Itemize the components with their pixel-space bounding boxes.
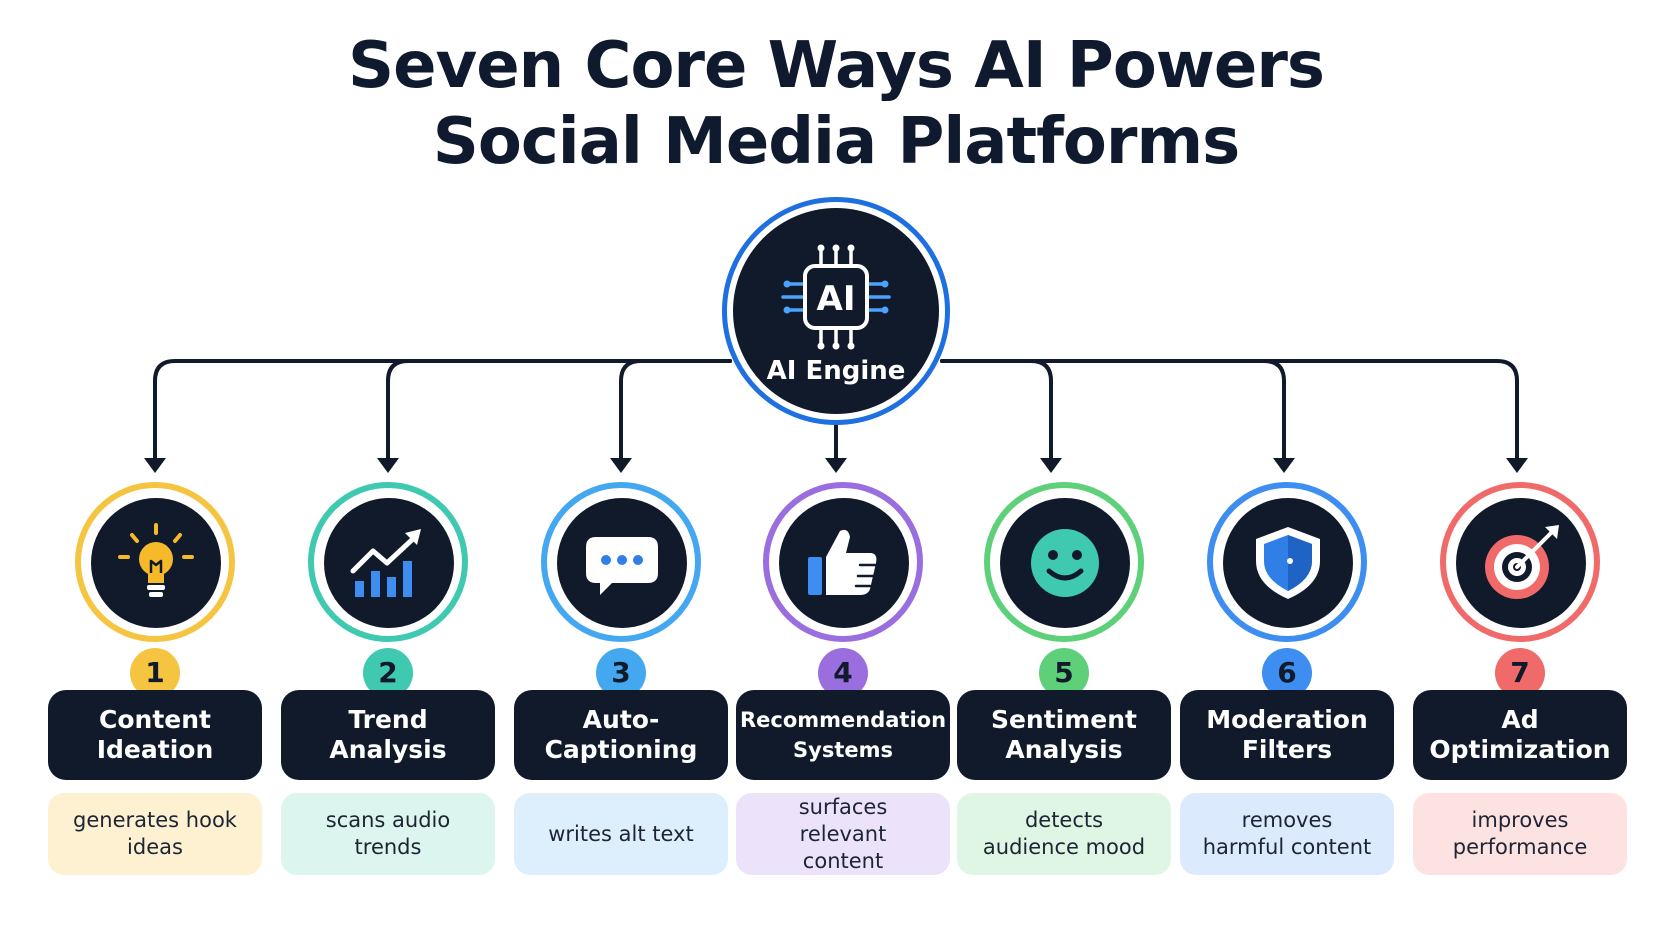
item-title: Trend Analysis: [281, 690, 495, 780]
icon-disc: [779, 498, 909, 628]
step-number-badge: 5: [1039, 648, 1089, 698]
shield-icon: [1256, 527, 1320, 599]
title-line-2: Social Media Platforms: [432, 105, 1240, 179]
icon-disc: [1000, 498, 1130, 628]
step-number-badge: 7: [1495, 648, 1545, 698]
item-description: improves performance: [1413, 793, 1627, 875]
card-recommendation-systems: 4 Recommendation Systems surfaces releva…: [736, 480, 950, 880]
icon-disc: [1456, 498, 1586, 628]
chat-bubble-icon: [586, 537, 658, 595]
step-number-badge: 6: [1262, 648, 1312, 698]
page-title: Seven Core Ways AI Powers Social Media P…: [0, 28, 1672, 180]
icon-ring: [984, 482, 1144, 642]
lightbulb-icon: [118, 523, 194, 597]
connector-3: [619, 359, 732, 462]
connector-7: [940, 359, 1519, 462]
arrowhead-5: [1040, 458, 1062, 473]
ai-engine-hub: AI AI Engine: [722, 197, 950, 425]
chip-text: AI: [817, 279, 856, 319]
icon-ring: [763, 482, 923, 642]
item-title: Recommendation Systems: [736, 690, 950, 780]
icon-ring: [75, 482, 235, 642]
item-title: Ad Optimization: [1413, 690, 1627, 780]
step-number-badge: 3: [596, 648, 646, 698]
icon-disc: [1223, 498, 1353, 628]
smiley-icon: [1031, 529, 1099, 597]
item-description: writes alt text: [514, 793, 728, 875]
item-description: scans audio trends: [281, 793, 495, 875]
arrowhead-6: [1273, 458, 1295, 473]
card-ad-optimization: 7 Ad Optimization improves performance: [1413, 480, 1627, 880]
arrowhead-2: [377, 458, 399, 473]
icon-ring: [1207, 482, 1367, 642]
card-auto-captioning: 3 Auto-Captioning writes alt text: [514, 480, 728, 880]
connector-1: [153, 359, 732, 462]
arrowhead-3: [610, 458, 632, 473]
icon-ring: [1440, 482, 1600, 642]
ai-chip-icon: AI: [781, 244, 891, 350]
item-title: Sentiment Analysis: [957, 690, 1171, 780]
icon-disc: [557, 498, 687, 628]
thumbs-up-icon: [808, 529, 877, 595]
icon-disc: [91, 498, 221, 628]
item-description: removes harmful content: [1180, 793, 1394, 875]
card-moderation-filters: 6 Moderation Filters removes harmful con…: [1180, 480, 1394, 880]
item-title: Moderation Filters: [1180, 690, 1394, 780]
trend-chart-icon: [350, 529, 421, 597]
connector-5: [940, 359, 1053, 462]
target-icon: [1485, 525, 1559, 599]
card-trend-analysis: 2 Trend Analysis scans audio trends: [281, 480, 495, 880]
item-description: generates hook ideas: [48, 793, 262, 875]
arrowhead-4: [825, 458, 847, 473]
item-title: Content Ideation: [48, 690, 262, 780]
item-description: detects audience mood: [957, 793, 1171, 875]
card-content-ideation: 1 Content Ideation generates hook ideas: [48, 480, 262, 880]
icon-ring: [308, 482, 468, 642]
ai-engine-disc: AI AI Engine: [733, 208, 939, 414]
connector-6: [940, 359, 1286, 462]
step-number-badge: 2: [363, 648, 413, 698]
card-sentiment-analysis: 5 Sentiment Analysis detects audience mo…: [957, 480, 1171, 880]
icon-ring: [541, 482, 701, 642]
ai-engine-label: AI Engine: [766, 356, 906, 386]
item-title: Auto-Captioning: [514, 690, 728, 780]
step-number-badge: 1: [130, 648, 180, 698]
arrowhead-7: [1506, 458, 1528, 473]
connector-2: [386, 359, 732, 462]
arrowhead-1: [144, 458, 166, 473]
icon-disc: [324, 498, 454, 628]
title-line-1: Seven Core Ways AI Powers: [348, 29, 1325, 103]
step-number-badge: 4: [818, 648, 868, 698]
item-description: surfaces relevant content: [736, 793, 950, 875]
